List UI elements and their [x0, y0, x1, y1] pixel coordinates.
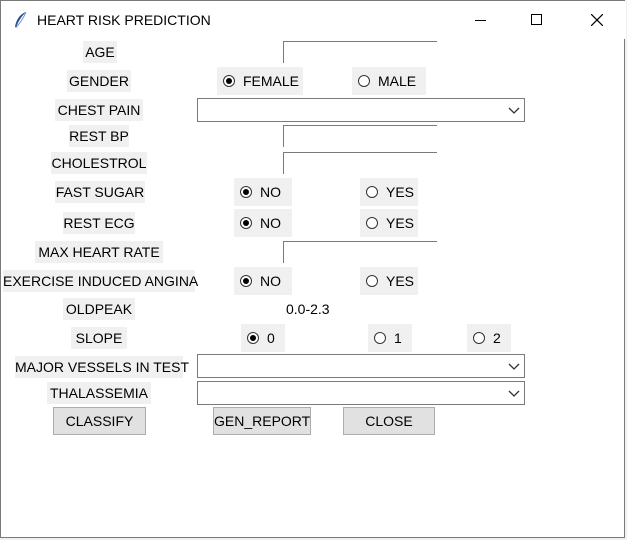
slope-0-radio[interactable]: 0 [241, 324, 285, 352]
gen-report-button[interactable]: GEN_REPORT [213, 407, 311, 435]
close-button[interactable]: CLOSE [343, 407, 435, 435]
major-vessels-combobox[interactable] [197, 354, 525, 378]
radio-indicator [223, 75, 235, 87]
rest-ecg-label: REST ECG [63, 212, 135, 234]
close-window-button[interactable] [574, 1, 620, 39]
minimize-icon [475, 20, 486, 21]
fast-sugar-no-radio[interactable]: NO [234, 178, 292, 206]
gender-male-radio[interactable]: MALE [352, 67, 426, 95]
chest-pain-combobox[interactable] [197, 98, 525, 122]
cholesterol-field[interactable] [283, 152, 437, 174]
chevron-down-icon [508, 390, 520, 397]
rest-ecg-yes-label: YES [386, 215, 415, 231]
chest-pain-label: CHEST PAIN [55, 99, 143, 121]
rest-ecg-no-radio[interactable]: NO [234, 209, 292, 237]
fast-sugar-yes-label: YES [386, 184, 415, 200]
radio-indicator [240, 186, 252, 198]
age-label: AGE [83, 41, 117, 63]
max-heart-rate-label: MAX HEART RATE [35, 241, 163, 263]
rest-ecg-no-label: NO [260, 215, 281, 231]
feather-icon [13, 11, 29, 29]
gender-label: GENDER [67, 70, 131, 92]
gender-female-radio[interactable]: FEMALE [217, 67, 303, 95]
slope-0-label: 0 [267, 330, 275, 346]
fast-sugar-yes-radio[interactable]: YES [360, 178, 418, 206]
oldpeak-field[interactable] [283, 298, 437, 320]
radio-indicator [240, 275, 252, 287]
radio-indicator [366, 275, 378, 287]
maximize-button[interactable] [514, 1, 560, 39]
rest-bp-field[interactable] [283, 125, 437, 147]
thalassemia-combobox[interactable] [197, 381, 525, 405]
radio-indicator [358, 75, 370, 87]
radio-indicator [366, 217, 378, 229]
radio-indicator [366, 186, 378, 198]
slope-2-label: 2 [493, 330, 501, 346]
chevron-down-icon [508, 363, 520, 370]
exercise-angina-no-radio[interactable]: NO [234, 267, 292, 295]
exercise-angina-yes-label: YES [386, 273, 415, 289]
exercise-angina-no-label: NO [260, 273, 281, 289]
thalassemia-label: THALASSEMIA [47, 382, 151, 404]
gender-male-label: MALE [378, 73, 417, 89]
radio-indicator [240, 217, 252, 229]
slope-label: SLOPE [71, 327, 127, 349]
fast-sugar-no-label: NO [260, 184, 281, 200]
max-heart-rate-field[interactable] [283, 241, 437, 263]
major-vessels-label: MAJOR VESSELS IN TEST [15, 356, 189, 378]
maximize-icon [531, 14, 542, 25]
classify-button[interactable]: CLASSIFY [53, 407, 146, 435]
age-input[interactable] [284, 42, 437, 63]
max-heart-rate-input[interactable] [284, 242, 437, 263]
radio-indicator [473, 332, 485, 344]
title-bar[interactable]: HEART RISK PREDICTION [1, 1, 626, 39]
rest-bp-label: REST BP [69, 125, 129, 147]
radio-indicator [247, 332, 259, 344]
age-field[interactable] [283, 41, 437, 63]
radio-indicator [374, 332, 386, 344]
oldpeak-input[interactable] [283, 298, 437, 320]
rest-ecg-yes-radio[interactable]: YES [360, 209, 418, 237]
window-title: HEART RISK PREDICTION [37, 12, 211, 28]
slope-2-radio[interactable]: 2 [467, 324, 511, 352]
fast-sugar-label: FAST SUGAR [55, 181, 145, 203]
rest-bp-input[interactable] [284, 126, 437, 147]
minimize-button[interactable] [458, 1, 504, 39]
close-icon [591, 14, 603, 26]
slope-1-radio[interactable]: 1 [368, 324, 412, 352]
gender-female-label: FEMALE [243, 73, 300, 89]
chevron-down-icon [508, 107, 520, 114]
cholesterol-label: CHOLESTROL [51, 152, 147, 174]
oldpeak-label: OLDPEAK [63, 298, 135, 320]
exercise-angina-label: EXERCISE INDUCED ANGINA [3, 270, 198, 292]
cholesterol-input[interactable] [284, 153, 437, 174]
slope-1-label: 1 [394, 330, 402, 346]
exercise-angina-yes-radio[interactable]: YES [360, 267, 418, 295]
